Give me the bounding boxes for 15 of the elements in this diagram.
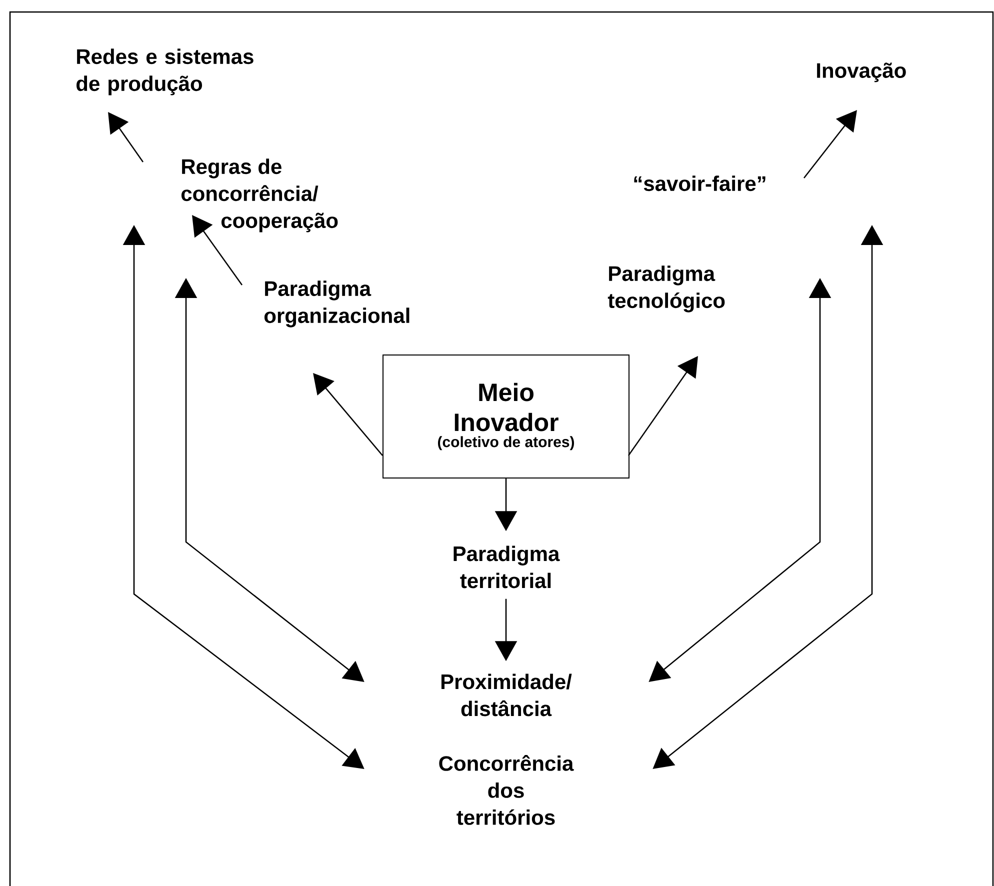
arrow bbox=[804, 110, 857, 178]
process-box: Meio Inovador (coletivo de atores) bbox=[382, 354, 630, 478]
node-label: Inovação bbox=[817, 62, 906, 82]
arrow bbox=[108, 112, 144, 162]
node-label: Regras de concorrência/ cooperação bbox=[181, 158, 338, 232]
node-label: Redes e sistemas de produção bbox=[76, 48, 254, 96]
node-label: Paradigma territorial bbox=[454, 546, 560, 588]
node-label: Concorrência dos territórios bbox=[439, 755, 574, 825]
node-label: Paradigma tecnológico bbox=[608, 266, 725, 312]
node-label: Proximidade/ distância bbox=[441, 674, 572, 716]
arrow bbox=[313, 373, 383, 456]
arrow bbox=[192, 215, 243, 286]
node-label: “savoir-faire” bbox=[634, 176, 766, 192]
arrow bbox=[628, 356, 698, 456]
node-label: Paradigma organizacional bbox=[264, 280, 410, 328]
